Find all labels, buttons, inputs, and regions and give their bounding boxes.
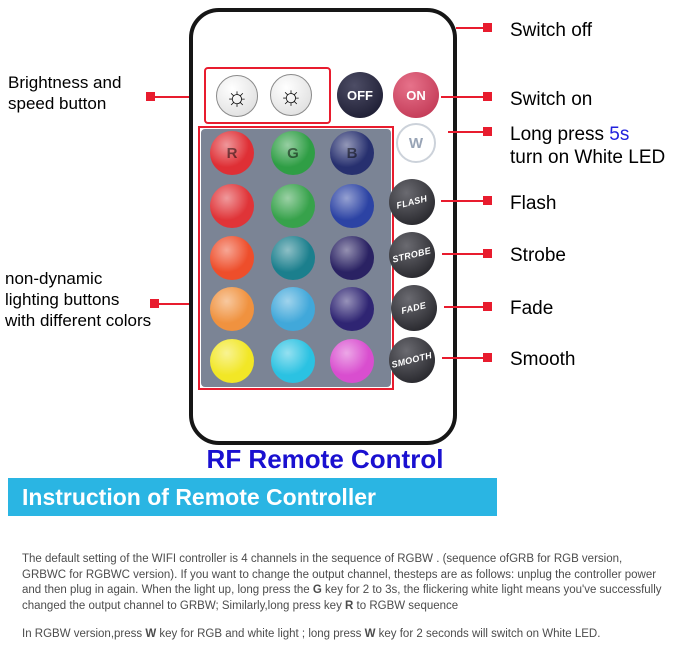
color-button-row4-col3[interactable] — [330, 287, 374, 331]
sun-icon: ☼ — [225, 81, 249, 111]
connector-dot — [483, 196, 492, 205]
instruction-paragraph: The default setting of the WIFI controll… — [22, 553, 662, 612]
page-title: RF Remote Control — [206, 444, 444, 474]
connector-dot — [483, 302, 492, 311]
annotation-brightness-line2: speed button — [8, 94, 107, 113]
connector-line — [441, 96, 483, 98]
annotation-non-dynamic: non-dynamic lighting buttons with differ… — [5, 268, 151, 331]
connector-line — [441, 200, 483, 202]
color-button-row3-col1[interactable] — [210, 236, 254, 280]
color-button-row4-col2[interactable] — [271, 287, 315, 331]
long-press-duration: 5s — [609, 124, 630, 145]
color-button-row2-col3[interactable] — [330, 184, 374, 228]
strobe-button-label: STROBE — [391, 245, 433, 265]
color-button-row3-col2[interactable] — [271, 236, 315, 280]
annotation-non-dynamic-line3: with different colors — [5, 311, 152, 330]
smooth-button-label: SMOOTH — [390, 350, 434, 370]
off-button[interactable]: OFF — [337, 72, 383, 118]
color-button-b[interactable]: B — [330, 131, 374, 175]
color-button-row2-col1[interactable] — [210, 184, 254, 228]
annotation-non-dynamic-line2: lighting buttons — [5, 290, 120, 309]
connector-dot — [483, 249, 492, 258]
color-button-row5-col1[interactable] — [210, 339, 254, 383]
long-press-line2: turn on White LED — [510, 147, 666, 168]
speed-button[interactable]: ☼ — [270, 74, 312, 116]
connector-line — [442, 357, 483, 359]
color-button-row5-col2[interactable] — [271, 339, 315, 383]
connector-dot — [146, 92, 155, 101]
color-button-row3-col3[interactable] — [330, 236, 374, 280]
connector-line — [456, 27, 483, 29]
instruction-text: The default setting of the WIFI controll… — [22, 552, 667, 652]
white-button[interactable]: W — [396, 123, 436, 163]
annotation-non-dynamic-line1: non-dynamic — [5, 269, 103, 288]
color-button-row4-col1[interactable] — [210, 287, 254, 331]
annotation-switch-off: Switch off — [510, 20, 593, 41]
connector-dot — [150, 299, 159, 308]
connector-dot — [483, 353, 492, 362]
connector-line — [442, 253, 483, 255]
connector-line — [153, 96, 205, 98]
long-press-text: Long press — [510, 124, 610, 145]
fade-button-label: FADE — [400, 300, 428, 316]
annotation-fade: Fade — [510, 298, 554, 319]
smooth-button[interactable]: SMOOTH — [389, 337, 435, 383]
section-banner: Instruction of Remote Controller — [8, 478, 497, 516]
annotation-strobe: Strobe — [510, 245, 566, 266]
sun-icon: ☼ — [279, 80, 303, 110]
on-button[interactable]: ON — [393, 72, 439, 118]
connector-dot — [483, 127, 492, 136]
instruction-paragraph: In RGBW version,press W key for RGB and … — [22, 628, 601, 640]
annotation-brightness: Brightness and speed button — [8, 72, 121, 114]
connector-line — [158, 303, 200, 305]
annotation-switch-on: Switch on — [510, 89, 593, 110]
color-button-r[interactable]: R — [210, 131, 254, 175]
connector-line — [448, 131, 483, 133]
color-button-row5-col3[interactable] — [330, 339, 374, 383]
annotation-flash: Flash — [510, 193, 557, 214]
connector-dot — [483, 23, 492, 32]
connector-line — [444, 306, 483, 308]
annotation-long-press: Long press 5s turn on White LED — [510, 123, 679, 169]
flash-button[interactable]: FLASH — [389, 179, 435, 225]
color-button-row2-col2[interactable] — [271, 184, 315, 228]
strobe-button[interactable]: STROBE — [389, 232, 435, 278]
color-button-g[interactable]: G — [271, 131, 315, 175]
annotation-smooth: Smooth — [510, 349, 576, 370]
annotation-brightness-line1: Brightness and — [8, 73, 122, 92]
fade-button[interactable]: FADE — [391, 285, 437, 331]
flash-button-label: FLASH — [395, 193, 429, 211]
brightness-button[interactable]: ☼ — [216, 75, 258, 117]
connector-dot — [483, 92, 492, 101]
